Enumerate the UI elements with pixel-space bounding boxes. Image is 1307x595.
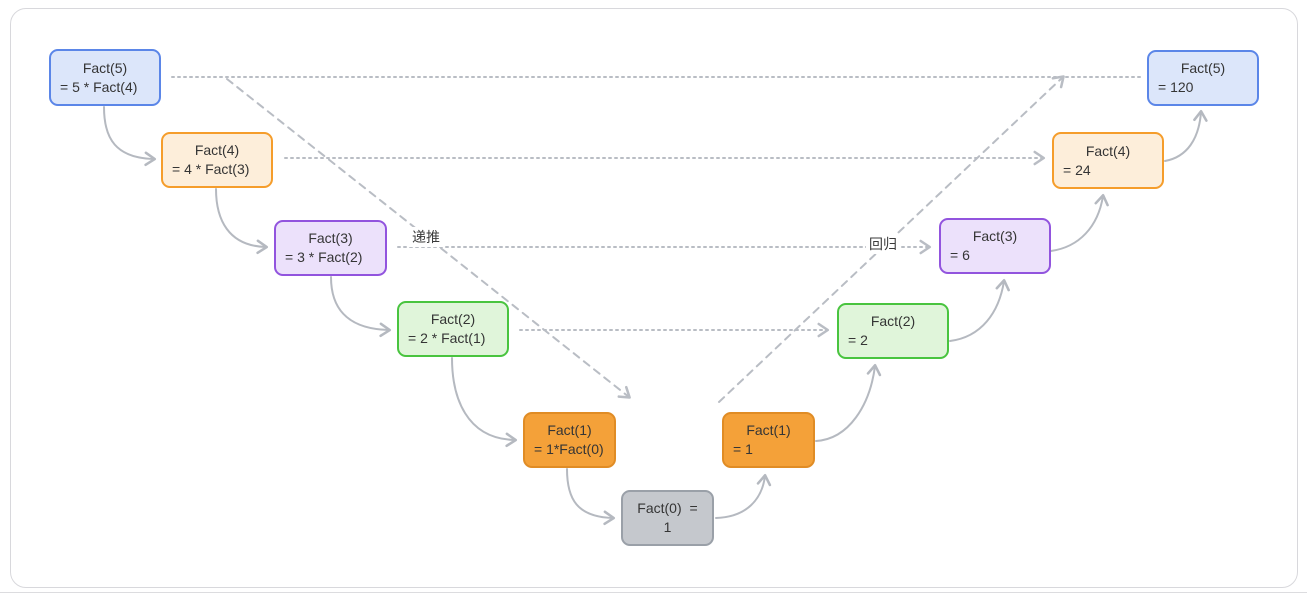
return-phase-label: 回归 [866, 234, 900, 254]
node-value: = 24 [1063, 161, 1091, 178]
node-title: Fact(3) [972, 228, 1018, 244]
node-title: Fact(2) [430, 311, 476, 327]
node-value: = 3 * Fact(2) [285, 249, 363, 265]
node-value: = 5 * Fact(4) [60, 78, 138, 95]
node-fact0-base: Fact(0) = 1 [621, 490, 714, 546]
node-fact4-return: Fact(4) = 24 [1052, 132, 1164, 189]
node-fact3-call: Fact(3) = 3 * Fact(2) [274, 220, 387, 276]
node-fact3-return: Fact(3) = 6 [939, 218, 1051, 274]
node-fact2-call: Fact(2) = 2 * Fact(1) [397, 301, 509, 357]
node-title: Fact(0) = 1 [637, 500, 698, 535]
node-value: = 1*Fact(0) [534, 441, 604, 457]
node-fact5-return: Fact(5) = 120 [1147, 50, 1259, 106]
node-fact1-return: Fact(1) = 1 [722, 412, 815, 468]
node-fact2-return: Fact(2) = 2 [837, 303, 949, 359]
node-value: = 120 [1158, 79, 1194, 95]
node-fact5-call: Fact(5) = 5 * Fact(4) [49, 49, 161, 106]
node-title: Fact(3) [308, 230, 353, 246]
node-value: = 6 [950, 247, 970, 263]
node-value: = 2 * Fact(1) [408, 330, 486, 346]
node-value: = 1 [733, 441, 753, 457]
page-bottom-divider [0, 592, 1307, 593]
node-title: Fact(4) [1085, 142, 1131, 159]
node-title: Fact(1) [746, 422, 791, 438]
node-fact1-call: Fact(1) = 1*Fact(0) [523, 412, 616, 468]
node-title: Fact(4) [194, 142, 240, 158]
node-value: = 2 [848, 332, 868, 348]
node-title: Fact(1) [547, 422, 592, 438]
node-title: Fact(2) [870, 313, 916, 329]
node-value: = 4 * Fact(3) [172, 161, 250, 177]
node-title: Fact(5) [1180, 60, 1226, 76]
descend-phase-label: 递推 [409, 227, 443, 247]
node-fact4-call: Fact(4) = 4 * Fact(3) [161, 132, 273, 188]
node-title: Fact(5) [82, 59, 128, 76]
